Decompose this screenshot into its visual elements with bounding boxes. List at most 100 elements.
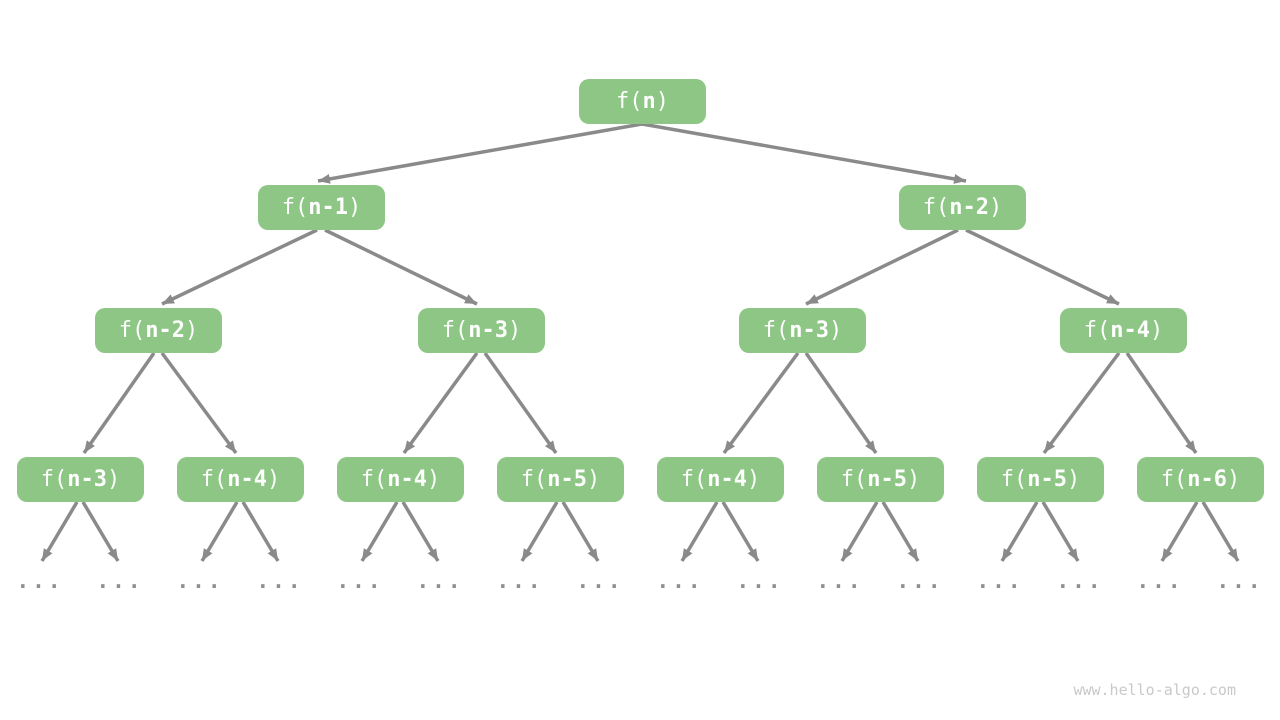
node-label: ) xyxy=(185,318,199,343)
edge-arrow xyxy=(881,501,920,562)
tree-node: f(n-3) xyxy=(418,308,545,353)
edge-arrow xyxy=(680,501,719,562)
tree-node: f(n-4) xyxy=(657,457,784,502)
edge-arrow xyxy=(483,351,558,455)
edge-arrow xyxy=(804,351,878,455)
ellipsis-label: ... xyxy=(176,569,224,593)
tree-node: f(n-5) xyxy=(497,457,624,502)
edge-arrow xyxy=(1201,501,1240,562)
node-label: f( xyxy=(520,467,548,492)
ellipsis-label: ... xyxy=(1216,569,1264,593)
tree-node: f(n-5) xyxy=(977,457,1104,502)
ellipsis-label: ... xyxy=(96,569,144,593)
edge-arrow xyxy=(360,501,399,562)
node-label: n-4 xyxy=(1110,318,1150,343)
edge-arrow xyxy=(721,501,760,562)
tree-node: f(n-3) xyxy=(17,457,144,502)
edge-arrow xyxy=(82,351,156,455)
watermark-text: www.hello-algo.com xyxy=(1073,681,1236,699)
node-label: ) xyxy=(267,467,281,492)
edge-arrow xyxy=(1042,351,1121,455)
ellipsis-label: ... xyxy=(496,569,544,593)
edge-arrow xyxy=(1160,501,1199,562)
ellipsis-label: ... xyxy=(1136,569,1184,593)
node-label: ) xyxy=(829,318,843,343)
node-label: n-6 xyxy=(1187,467,1227,492)
tree-node: f(n-5) xyxy=(817,457,944,502)
ellipsis-label: ... xyxy=(736,569,784,593)
node-label: n-5 xyxy=(867,467,907,492)
node-label: n-4 xyxy=(707,467,747,492)
edge-arrow xyxy=(805,228,959,306)
edge-arrow xyxy=(1000,501,1039,562)
edge-arrow xyxy=(40,501,79,562)
edge-arrow xyxy=(401,501,440,562)
tree-node: f(n-3) xyxy=(739,308,866,353)
edge-arrow xyxy=(561,501,600,562)
edge-arrow xyxy=(965,228,1120,306)
edge-arrow xyxy=(722,351,800,455)
edge-arrow xyxy=(160,351,238,455)
tree-node: f(n-4) xyxy=(177,457,304,502)
node-label: n-3 xyxy=(468,318,508,343)
node-label: f( xyxy=(360,467,388,492)
edge-arrow xyxy=(520,501,559,562)
node-label: ) xyxy=(107,467,121,492)
tree-node: f(n-1) xyxy=(258,185,385,230)
node-label: ) xyxy=(587,467,601,492)
node-label: n xyxy=(642,89,656,114)
node-label: f( xyxy=(40,467,68,492)
node-label: ) xyxy=(1067,467,1081,492)
edge-arrow xyxy=(241,501,280,562)
edge-arrow xyxy=(1125,352,1198,454)
ellipsis-label: ... xyxy=(1056,569,1104,593)
node-label: n-2 xyxy=(145,318,185,343)
ellipsis-label: ... xyxy=(896,569,944,593)
edge-arrow xyxy=(81,501,120,562)
edge-arrow xyxy=(641,122,967,184)
edge-arrow xyxy=(161,228,318,306)
ellipsis-label: ... xyxy=(656,569,704,593)
ellipsis-label: ... xyxy=(336,569,384,593)
node-label: f( xyxy=(616,89,643,114)
node-label: ) xyxy=(1227,467,1241,492)
node-label: f( xyxy=(1083,318,1111,343)
tree-node: f(n-4) xyxy=(1060,308,1187,353)
edge-arrow xyxy=(324,228,478,306)
ellipsis-label: ... xyxy=(416,569,464,593)
node-label: n-1 xyxy=(308,195,348,220)
node-label: f( xyxy=(118,318,146,343)
node-label: ) xyxy=(747,467,761,492)
ellipsis-label: ... xyxy=(576,569,624,593)
node-label: f( xyxy=(922,195,950,220)
node-label: ) xyxy=(427,467,441,492)
node-label: f( xyxy=(762,318,790,343)
node-label: f( xyxy=(281,195,309,220)
node-label: f( xyxy=(441,318,469,343)
tree-node: f(n-4) xyxy=(337,457,464,502)
edge-arrow xyxy=(840,501,879,562)
tree-node-root: f(n) xyxy=(579,79,706,124)
edge-arrow xyxy=(1041,501,1080,562)
ellipsis-label: ... xyxy=(256,569,304,593)
ellipsis-label: ... xyxy=(16,569,64,593)
node-label: f( xyxy=(1000,467,1028,492)
edge-arrow xyxy=(317,122,643,184)
node-label: n-4 xyxy=(387,467,427,492)
edge-arrow xyxy=(200,501,239,562)
ellipsis-label: ... xyxy=(976,569,1024,593)
node-label: f( xyxy=(200,467,228,492)
node-label: ) xyxy=(907,467,921,492)
ellipsis-label: ... xyxy=(816,569,864,593)
node-label: ) xyxy=(1150,318,1164,343)
node-label: n-4 xyxy=(227,467,267,492)
node-label: f( xyxy=(1160,467,1188,492)
node-label: f( xyxy=(840,467,868,492)
node-label: n-2 xyxy=(949,195,989,220)
node-label: n-3 xyxy=(67,467,107,492)
tree-node: f(n-2) xyxy=(95,308,222,353)
node-label: ) xyxy=(989,195,1003,220)
node-label: ) xyxy=(508,318,522,343)
node-label: ) xyxy=(348,195,362,220)
